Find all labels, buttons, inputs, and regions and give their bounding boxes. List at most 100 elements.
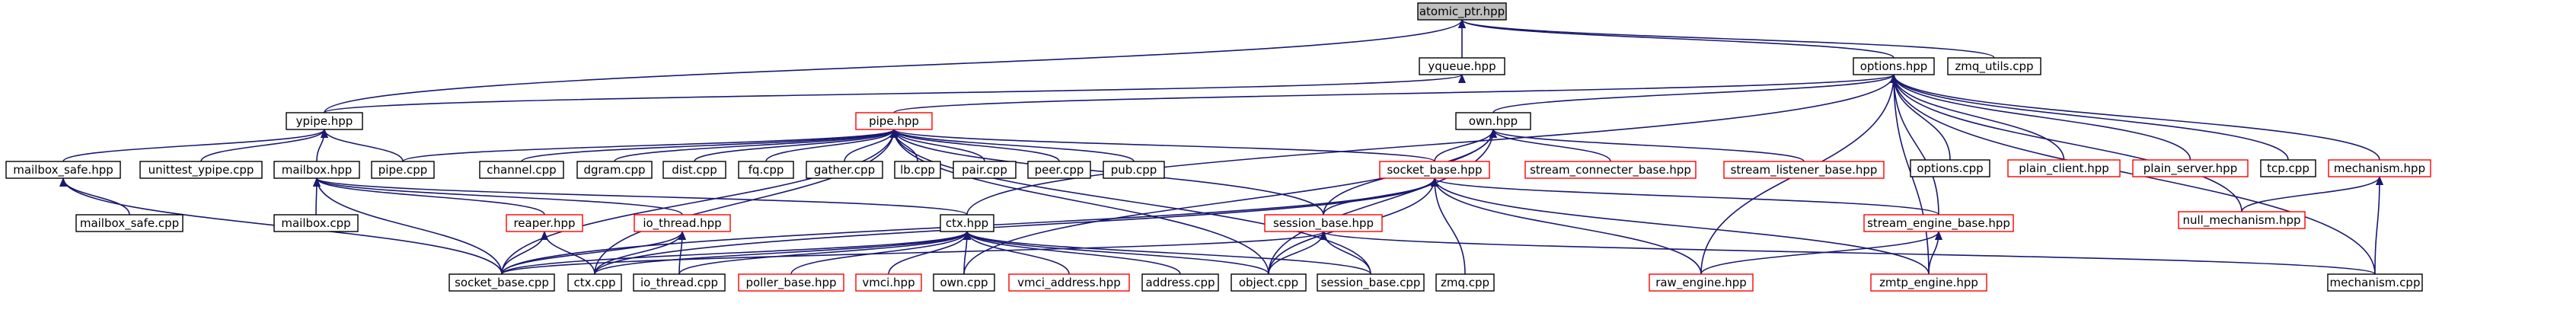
node-label: session_base.cpp: [1321, 276, 1421, 290]
node-layer: atomic_ptr.hpp yqueue.hpp options.hpp zmq_u…: [5, 2, 2431, 292]
node-mailbox-safe-cpp[interactable]: mailbox_safe.cpp: [75, 214, 184, 232]
node-label: dgram.cpp: [583, 163, 645, 177]
node-session-base[interactable]: session_base.hpp: [1264, 214, 1383, 232]
node-object[interactable]: object.cpp: [1231, 273, 1307, 292]
node-stream-engine[interactable]: stream_engine_base.hpp: [1863, 214, 2014, 232]
edge-fq-to-pipe: [765, 129, 898, 162]
node-pair[interactable]: pair.cpp: [953, 161, 1017, 179]
node-label: io_thread.cpp: [640, 276, 718, 290]
node-box: [806, 161, 883, 179]
node-zmq-utils[interactable]: zmq_utils.cpp: [1947, 57, 2041, 75]
node-vmci[interactable]: vmci.hpp: [855, 273, 922, 292]
node-label: pipe.cpp: [378, 163, 428, 177]
node-box: [1417, 2, 1507, 21]
edge-socket_base_cpp-to-reaper: [501, 231, 548, 275]
node-label: channel.cpp: [487, 163, 556, 177]
node-stream-listener[interactable]: stream_listener_base.hpp: [1723, 161, 1885, 179]
node-session-base-cpp[interactable]: session_base.cpp: [1317, 273, 1425, 292]
node-gather[interactable]: gather.cpp: [806, 161, 883, 179]
edge-zmtp_engine-to-stream_engine: [1928, 231, 1942, 275]
node-box: [2260, 159, 2316, 177]
edge-zmtp_engine-to-socket_base: [1431, 177, 1930, 275]
node-pub[interactable]: pub.cpp: [1103, 161, 1165, 179]
edge-zmq_cpp-to-socket_base: [1431, 177, 1466, 275]
node-dgram[interactable]: dgram.cpp: [576, 161, 653, 179]
node-label: pair.cpp: [962, 163, 1007, 177]
edge-mailbox_safe_cpp-to-mailbox_safe: [59, 177, 130, 216]
edge-object-to-ctx: [963, 231, 1269, 275]
edge-mailbox_safe-to-ypipe: [62, 129, 328, 162]
node-null-mechanism[interactable]: null_mechanism.hpp: [2178, 211, 2306, 229]
node-label: zmq.cpp: [1441, 276, 1489, 289]
node-label: vmci.hpp: [862, 276, 915, 289]
node-label: socket_base.cpp: [455, 276, 549, 290]
node-socket-base[interactable]: socket_base.hpp: [1379, 161, 1490, 179]
node-fq[interactable]: fq.cpp: [738, 161, 794, 179]
node-mailbox[interactable]: mailbox.hpp: [273, 161, 360, 179]
node-atomic-ptr[interactable]: atomic_ptr.hpp: [1417, 2, 1507, 21]
node-box: [1027, 161, 1091, 179]
node-box: [576, 161, 653, 179]
node-box: [273, 161, 360, 179]
node-label: socket_base.hpp: [1387, 163, 1482, 177]
node-box: [855, 273, 922, 292]
node-mechanism[interactable]: mechanism.hpp: [2328, 159, 2431, 177]
node-yqueue[interactable]: yqueue.hpp: [1419, 57, 1505, 75]
node-peer[interactable]: peer.cpp: [1027, 161, 1091, 179]
node-zmq-cpp[interactable]: zmq.cpp: [1435, 273, 1495, 292]
node-channel[interactable]: channel.cpp: [479, 161, 564, 179]
edge-dgram-to-pipe: [614, 129, 898, 162]
node-plain-client[interactable]: plain_client.hpp: [2007, 159, 2121, 177]
node-box: [633, 273, 726, 292]
node-box: [1524, 161, 1697, 179]
edge-socket_base_cpp-to-session_base: [501, 231, 1327, 275]
node-box: [1141, 273, 1219, 292]
node-pipe-cpp[interactable]: pipe.cpp: [371, 161, 435, 179]
node-poller-base[interactable]: poller_base.hpp: [738, 273, 844, 292]
node-io-thread[interactable]: io_thread.hpp: [634, 214, 731, 232]
edge-tcp-to-options: [1890, 74, 2289, 161]
node-label: fq.cpp: [749, 163, 784, 177]
node-mailbox-cpp[interactable]: mailbox.cpp: [273, 214, 359, 232]
node-vmci-address[interactable]: vmci_address.hpp: [1008, 273, 1130, 292]
edge-unittest_ypipe-to-ypipe: [200, 129, 328, 162]
node-box: [2178, 211, 2306, 229]
node-reaper[interactable]: reaper.hpp: [506, 214, 583, 232]
node-raw-engine[interactable]: raw_engine.hpp: [1649, 273, 1754, 292]
node-lb[interactable]: lb.cpp: [894, 161, 941, 179]
node-plain-server[interactable]: plain_server.hpp: [2132, 159, 2249, 177]
edge-plain_server-to-options: [1890, 74, 2191, 161]
node-options-cpp[interactable]: options.cpp: [1910, 159, 1990, 177]
node-label: ypipe.hpp: [296, 114, 353, 128]
node-label: lb.cpp: [900, 163, 935, 177]
node-label: raw_engine.hpp: [1655, 276, 1747, 290]
node-own-cpp[interactable]: own.cpp: [933, 273, 995, 292]
node-ypipe[interactable]: ypipe.hpp: [286, 112, 363, 130]
node-mailbox-safe[interactable]: mailbox_safe.hpp: [5, 161, 121, 179]
node-box: [1435, 273, 1495, 292]
node-io-thread-cpp[interactable]: io_thread.cpp: [633, 273, 726, 292]
node-label: dist.cpp: [672, 163, 717, 177]
node-tcp[interactable]: tcp.cpp: [2260, 159, 2316, 177]
node-mechanism-cpp[interactable]: mechanism.cpp: [2327, 273, 2423, 292]
node-box: [1419, 57, 1505, 75]
node-options[interactable]: options.hpp: [1853, 57, 1935, 75]
node-box: [662, 161, 726, 179]
edge-poller_base-to-ctx: [790, 231, 971, 275]
node-socket-base-cpp[interactable]: socket_base.cpp: [448, 273, 555, 292]
node-dist[interactable]: dist.cpp: [662, 161, 726, 179]
node-box: [75, 214, 184, 232]
node-address[interactable]: address.cpp: [1141, 273, 1219, 292]
node-unittest-ypipe[interactable]: unittest_ypipe.cpp: [139, 161, 263, 179]
node-ctx[interactable]: ctx.hpp: [940, 214, 994, 232]
node-box: [1264, 214, 1383, 232]
node-stream-connecter[interactable]: stream_connecter_base.hpp: [1524, 161, 1697, 179]
edge-ypipe-to-atomic_ptr: [324, 19, 1466, 113]
node-pipe[interactable]: pipe.hpp: [855, 112, 933, 130]
node-own[interactable]: own.hpp: [1455, 112, 1531, 130]
node-ctx-cpp[interactable]: ctx.cpp: [567, 273, 622, 292]
node-label: reaper.hpp: [513, 216, 575, 230]
node-box: [738, 161, 794, 179]
node-zmtp-engine[interactable]: zmtp_engine.hpp: [1870, 273, 1987, 292]
